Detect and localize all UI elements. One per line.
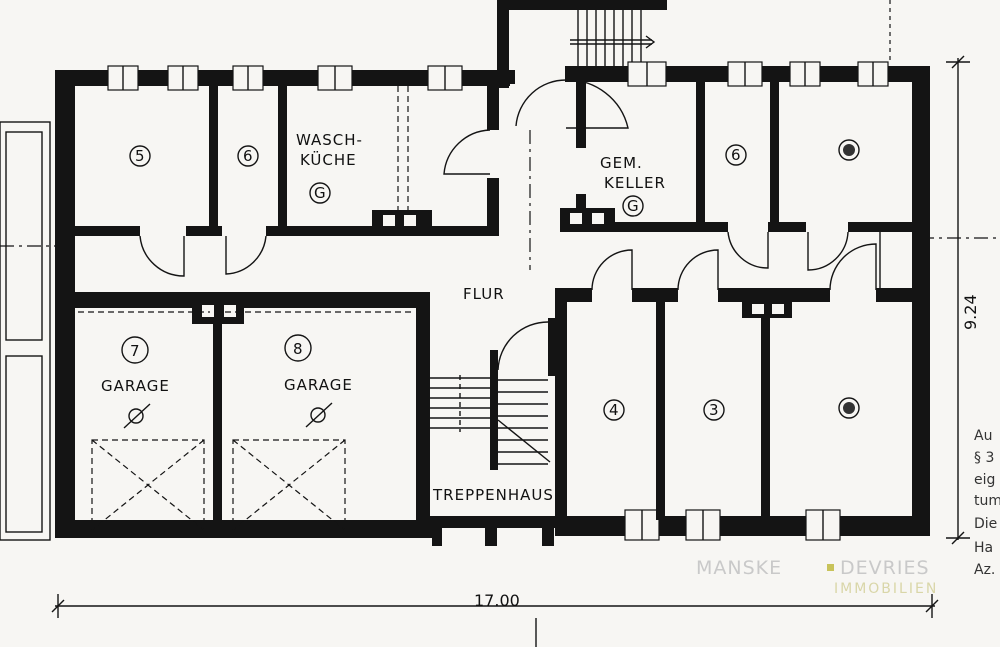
car-symbol-icon [123, 402, 333, 429]
side-note: Au [974, 428, 992, 444]
hallway-label: FLUR [463, 285, 505, 303]
room-number: 4 [609, 401, 619, 419]
watermark-name: MANSKE [696, 557, 782, 579]
room-number: 8 [293, 340, 303, 358]
side-note: Az. [974, 562, 995, 578]
depth-dimension: 9.24 [961, 294, 980, 330]
room-number: 7 [130, 342, 140, 360]
dimension-lines [51, 55, 970, 647]
room-number: G [627, 197, 639, 215]
room-number: 6 [243, 147, 253, 165]
room-number: G [314, 184, 326, 202]
room-number: 6 [731, 146, 741, 164]
watermark-name: DEVRIES [840, 557, 930, 579]
side-note: Die [974, 516, 997, 532]
entrance-stairs [497, 0, 667, 88]
room-label: WASCH- [296, 131, 363, 149]
room-number: 5 [135, 147, 145, 165]
neighbor-structure [0, 121, 51, 541]
doors [139, 79, 881, 371]
side-note: Ha [974, 540, 993, 556]
garage-label: GARAGE [284, 376, 353, 394]
watermark-subtitle: IMMOBILIEN [834, 581, 938, 597]
room-number: 3 [709, 401, 719, 419]
watermark-dot-icon [827, 564, 834, 571]
axis-lines [0, 0, 1000, 270]
garage-label: GARAGE [101, 377, 170, 395]
stairwell-stairs [430, 375, 551, 465]
watermark-logo: MANSKE DEVRIES IMMOBILIEN [696, 557, 938, 597]
windows [107, 61, 889, 546]
stairwell-label: TREPPENHAUS [432, 486, 554, 504]
side-note: § 3 [974, 450, 994, 466]
room-number-circles [121, 139, 860, 421]
side-notes: Au § 3 eig tum Die Ha Az. [974, 428, 1000, 578]
room-label: KÜCHE [300, 150, 357, 169]
room-label: GEM. [600, 154, 643, 172]
dashed-elements [78, 86, 414, 531]
width-dimension: 17.00 [474, 591, 520, 610]
room-label: KELLER [604, 174, 666, 192]
side-note: tum [974, 493, 1000, 509]
side-note: eig [974, 472, 995, 488]
